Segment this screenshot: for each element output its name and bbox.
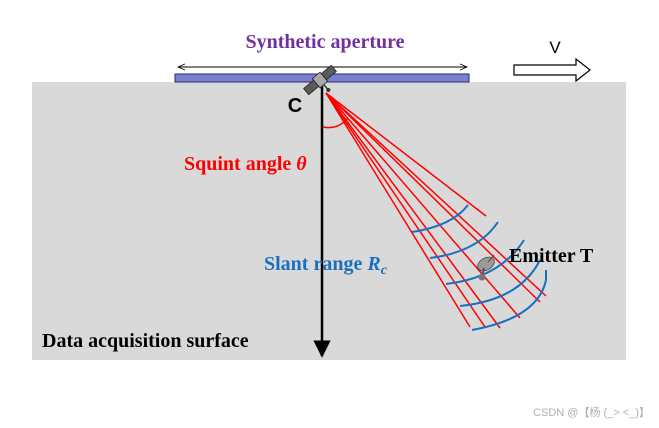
velocity-label: V [549, 38, 561, 57]
beam-rays [325, 92, 547, 329]
emitter-label: Emitter T [509, 245, 594, 267]
wavefront-arcs [411, 204, 547, 331]
slant-range-text: Slant range [264, 253, 367, 275]
acquisition-surface-area [32, 82, 626, 360]
hollow-arrow-right-icon [513, 57, 591, 83]
surface-label: Data acquisition surface [42, 330, 249, 352]
center-point-label: C [288, 95, 302, 117]
synthetic-aperture-label: Synthetic aperture [245, 31, 404, 53]
emitter-dish-icon [477, 254, 495, 281]
squint-angle-text: Squint angle [184, 153, 296, 175]
squint-angle-arc [322, 117, 349, 129]
slant-range-label: Slant range Rc [264, 253, 388, 278]
slant-range-symbol: R [366, 253, 380, 275]
slant-range-subscript: c [381, 263, 388, 278]
watermark-text: CSDN @【杨 (_> <_)】 [533, 405, 650, 419]
squint-angle-label: Squint angle θ [184, 153, 307, 175]
squint-angle-symbol: θ [296, 153, 307, 175]
satellite-icon [303, 64, 337, 96]
